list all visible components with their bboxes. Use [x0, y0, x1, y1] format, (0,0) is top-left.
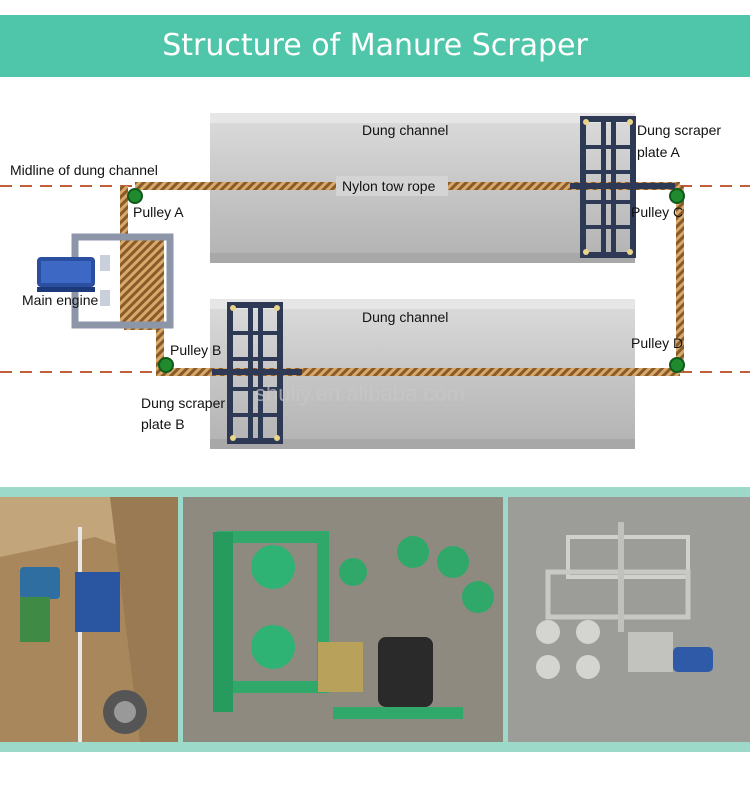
scraper-plate-a	[570, 116, 675, 258]
plate-a-label-line1: Dung scraper	[637, 122, 721, 138]
main-engine-label: Main engine	[22, 292, 98, 308]
diagram-canvas: Midline of dung channel Dung channel Dun…	[0, 113, 750, 449]
pulley-d-wheel	[669, 357, 685, 373]
plate-b-label-line2: plate B	[141, 416, 185, 432]
plate-b-label-line1: Dung scraper	[141, 395, 225, 411]
header-banner: Structure of Manure Scraper	[0, 15, 750, 77]
pulley-c-wheel	[669, 188, 685, 204]
pulley-a-wheel	[127, 188, 143, 204]
rope-label: Nylon tow rope	[342, 178, 436, 194]
pulley-c-label: Pulley C	[631, 204, 683, 220]
rope-label-bg	[336, 176, 448, 196]
photo-installed-scraper	[0, 497, 178, 742]
channel-top-label: Dung channel	[362, 122, 448, 138]
pulley-b-wheel	[158, 357, 174, 373]
channel-bottom-label: Dung channel	[362, 309, 448, 325]
photo-grey-scraper-kit	[508, 497, 750, 742]
main-engine-motor	[37, 257, 95, 292]
page-title: Structure of Manure Scraper	[162, 28, 588, 63]
photo-green-drive-unit	[183, 497, 503, 742]
structure-diagram: Midline of dung channel Dung channel Dun…	[0, 95, 750, 465]
pulley-b-label: Pulley B	[170, 342, 221, 358]
midline-label: Midline of dung channel	[10, 162, 158, 178]
plate-a-label-line2: plate A	[637, 144, 680, 160]
watermark: shuliy.en.alibaba.com	[255, 381, 465, 406]
photo-band	[0, 487, 750, 752]
pulley-d-label: Pulley D	[631, 335, 683, 351]
pulley-a-label: Pulley A	[133, 204, 184, 220]
scraper-plate-b	[212, 302, 302, 444]
